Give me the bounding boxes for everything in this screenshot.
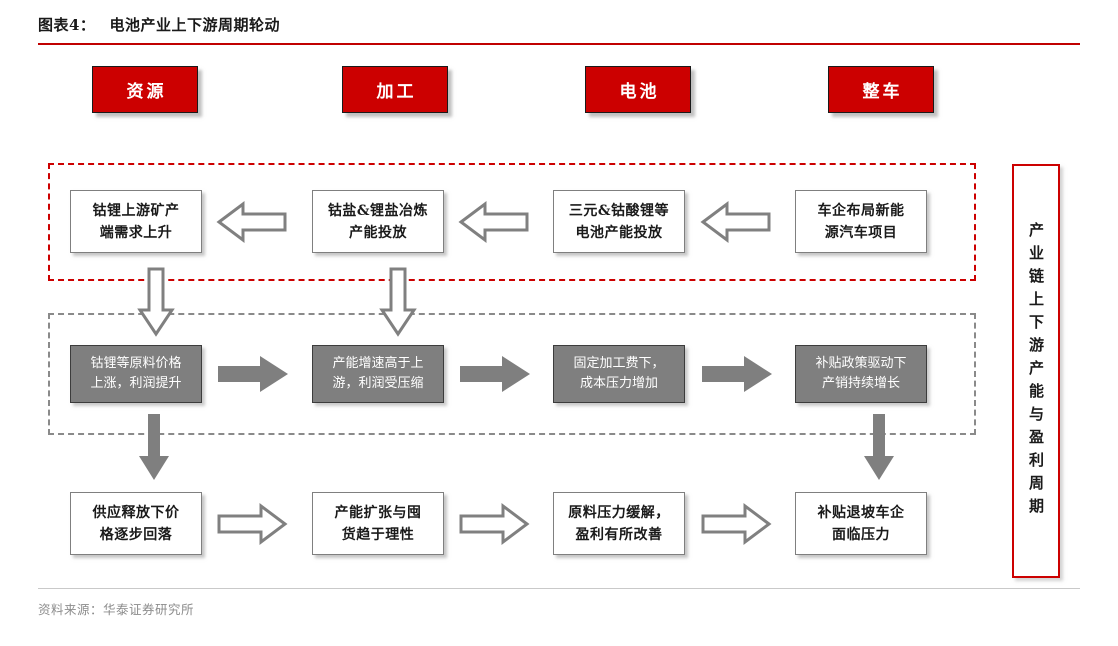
row3-box-1-line2: 格逐步回落 (99, 526, 173, 543)
row3-box-3: 原料压力缓解， 盈利有所改善 (553, 492, 685, 555)
row1-box-2-line1: 钴盐&锂盐冶炼 (327, 202, 429, 219)
row1-box-3-line2: 电池产能投放 (575, 224, 663, 241)
arrow-right-solid-icon (216, 354, 290, 394)
row2-box-2: 产能增速高于上 游，利润受压缩 (312, 345, 444, 403)
arrow-right-hollow-icon (699, 502, 773, 546)
midstream-dashed-region (48, 313, 976, 435)
source-note: 资料来源：华泰证券研究所 (38, 602, 195, 617)
row2-box-1: 钴锂等原料价格 上涨，利润提升 (70, 345, 202, 403)
row3-box-2-line2: 货趋于理性 (341, 526, 415, 543)
row2-box-3-line1: 固定加工费下， (573, 356, 665, 371)
row2-box-4: 补贴政策驱动下 产销持续增长 (795, 345, 927, 403)
row1-box-1-line1: 钴锂上游矿产 (92, 202, 180, 219)
row1-box-4-line2: 源汽车项目 (824, 224, 898, 241)
row3-box-1: 供应释放下价 格逐步回落 (70, 492, 202, 555)
row1-box-2: 钴盐&锂盐冶炼 产能投放 (312, 190, 444, 253)
row1-box-1: 钴锂上游矿产 端需求上升 (70, 190, 202, 253)
arrow-left-hollow-icon (699, 200, 773, 244)
row3-box-4: 补贴退坡车企 面临压力 (795, 492, 927, 555)
arrow-left-hollow-icon (215, 200, 289, 244)
row3-box-2-line1: 产能扩张与囤 (334, 504, 422, 521)
arrow-right-hollow-icon (457, 502, 531, 546)
row1-box-3-line1: 三元&钴酸锂等 (568, 202, 670, 219)
figure-title-text: 电池产业上下游周期轮动 (109, 16, 280, 34)
page-title: 图表4： 电池产业上下游周期轮动 (38, 14, 280, 35)
row1-box-3: 三元&钴酸锂等 电池产能投放 (553, 190, 685, 253)
category-box-vehicle: 整车 (828, 66, 934, 113)
arrow-down-hollow-icon (378, 266, 418, 338)
row2-box-1-line2: 上涨，利润提升 (90, 376, 182, 391)
row2-box-3: 固定加工费下， 成本压力增加 (553, 345, 685, 403)
row3-box-3-line2: 盈利有所改善 (575, 526, 663, 543)
row1-box-4-line1: 车企布局新能 (817, 202, 905, 219)
category-box-resource: 资源 (92, 66, 198, 113)
title-divider (38, 43, 1080, 45)
row2-box-4-line1: 补贴政策驱动下 (815, 356, 907, 371)
row2-box-2-line2: 游，利润受压缩 (332, 376, 424, 391)
row2-box-3-line2: 成本压力增加 (579, 376, 658, 391)
row3-box-4-line1: 补贴退坡车企 (817, 504, 905, 521)
upstream-dashed-region (48, 163, 976, 281)
arrow-down-hollow-icon (136, 266, 176, 338)
row3-box-3-line1: 原料压力缓解， (568, 504, 670, 521)
arrow-right-solid-icon (700, 354, 774, 394)
arrow-down-solid-icon (862, 412, 896, 482)
row2-box-2-line1: 产能增速高于上 (332, 356, 424, 371)
category-box-battery: 电池 (585, 66, 691, 113)
row3-box-4-line2: 面临压力 (832, 526, 890, 543)
category-box-processing: 加工 (342, 66, 448, 113)
row1-box-4: 车企布局新能 源汽车项目 (795, 190, 927, 253)
arrow-right-solid-icon (458, 354, 532, 394)
row1-box-1-line2: 端需求上升 (99, 224, 173, 241)
arrow-left-hollow-icon (457, 200, 531, 244)
arrow-right-hollow-icon (215, 502, 289, 546)
arrow-down-solid-icon (137, 412, 171, 482)
row2-box-4-line2: 产销持续增长 (821, 376, 900, 391)
row2-box-1-line1: 钴锂等原料价格 (90, 356, 182, 371)
row3-box-2: 产能扩张与囤 货趋于理性 (312, 492, 444, 555)
footer-divider (38, 588, 1080, 589)
row3-box-1-line1: 供应释放下价 (92, 504, 180, 521)
row1-box-2-line2: 产能投放 (349, 224, 407, 241)
vertical-label-text: 产业链上下游产能与盈利周期 (1027, 221, 1045, 521)
vertical-label-box: 产业链上下游产能与盈利周期 (1012, 164, 1060, 578)
figure-number: 图表4： (38, 16, 96, 34)
